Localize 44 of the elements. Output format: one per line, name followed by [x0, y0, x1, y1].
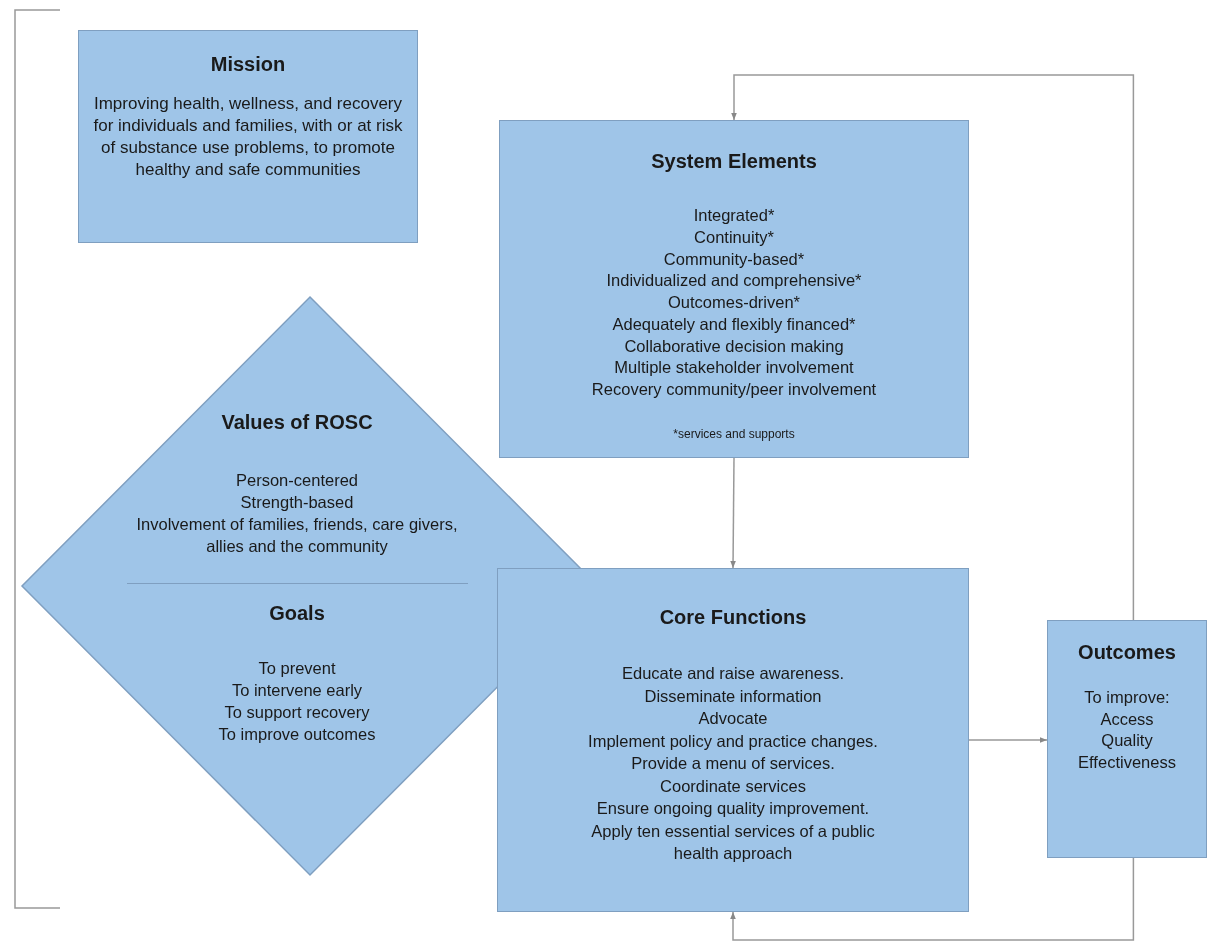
- text-box: [1047, 620, 1207, 858]
- list-item: Quality: [1101, 730, 1153, 751]
- list-item: To prevent: [258, 658, 336, 679]
- list-item: Adequately and flexibly financed*: [612, 313, 856, 335]
- section-heading: System Elements: [651, 149, 817, 173]
- list-item: Provide a menu of services.: [631, 753, 835, 774]
- section-heading: Core Functions: [659, 605, 807, 629]
- list-item: Multiple stakeholder involvement: [614, 357, 854, 379]
- list-item: Coordinate services: [660, 775, 806, 797]
- text-box: [497, 568, 969, 912]
- list-item: Strength-based: [240, 492, 354, 513]
- list-item: Educate and raise awareness.: [622, 663, 844, 684]
- arrow: [968, 737, 1048, 743]
- list-item: To intervene early: [231, 680, 363, 701]
- list-item: Access: [1100, 708, 1154, 730]
- list-item: Ensure ongoing quality improvement.: [596, 798, 870, 819]
- list-item: Apply ten essential services of a public health approach: [590, 820, 876, 864]
- list-item: Implement policy and practice changes.: [588, 730, 878, 752]
- section-heading: Mission: [210, 52, 286, 76]
- list-item: Effectiveness: [1078, 751, 1176, 773]
- list-item: To improve outcomes: [218, 724, 376, 745]
- list-item: To improve:: [1084, 687, 1170, 708]
- arrow: [730, 857, 1135, 941]
- list-item: Individualized and comprehensive*: [606, 270, 862, 292]
- list-item: Community-based*: [663, 248, 805, 270]
- list-item: Recovery community/peer involvement: [591, 379, 877, 400]
- section-heading: Outcomes: [1078, 640, 1176, 664]
- text-box: [499, 120, 969, 458]
- list-item: Advocate: [698, 708, 768, 729]
- list-item: Integrated*: [693, 205, 775, 226]
- list-item: Disseminate information: [644, 685, 822, 707]
- text-box: [78, 30, 418, 243]
- list-item: Outcomes-driven*: [667, 292, 801, 313]
- arrow: [730, 457, 736, 569]
- list-item: To support recovery: [224, 702, 370, 723]
- list-item: Continuity*: [694, 226, 774, 248]
- list-item: Person-centered: [236, 470, 358, 491]
- arrow: [731, 74, 1135, 621]
- list-item: Involvement of families, friends, care givers, allies and the community: [135, 514, 459, 557]
- list-item: Collaborative decision making: [624, 335, 844, 357]
- section-heading: Goals: [269, 601, 325, 625]
- section-heading: Values of ROSC: [221, 410, 373, 434]
- footnote: *services and supports: [673, 425, 795, 442]
- mission-text: Improving health, wellness, and recovery for individuals and families, with or at risk of substance use problems, to promote healthy and safe communities: [92, 93, 404, 181]
